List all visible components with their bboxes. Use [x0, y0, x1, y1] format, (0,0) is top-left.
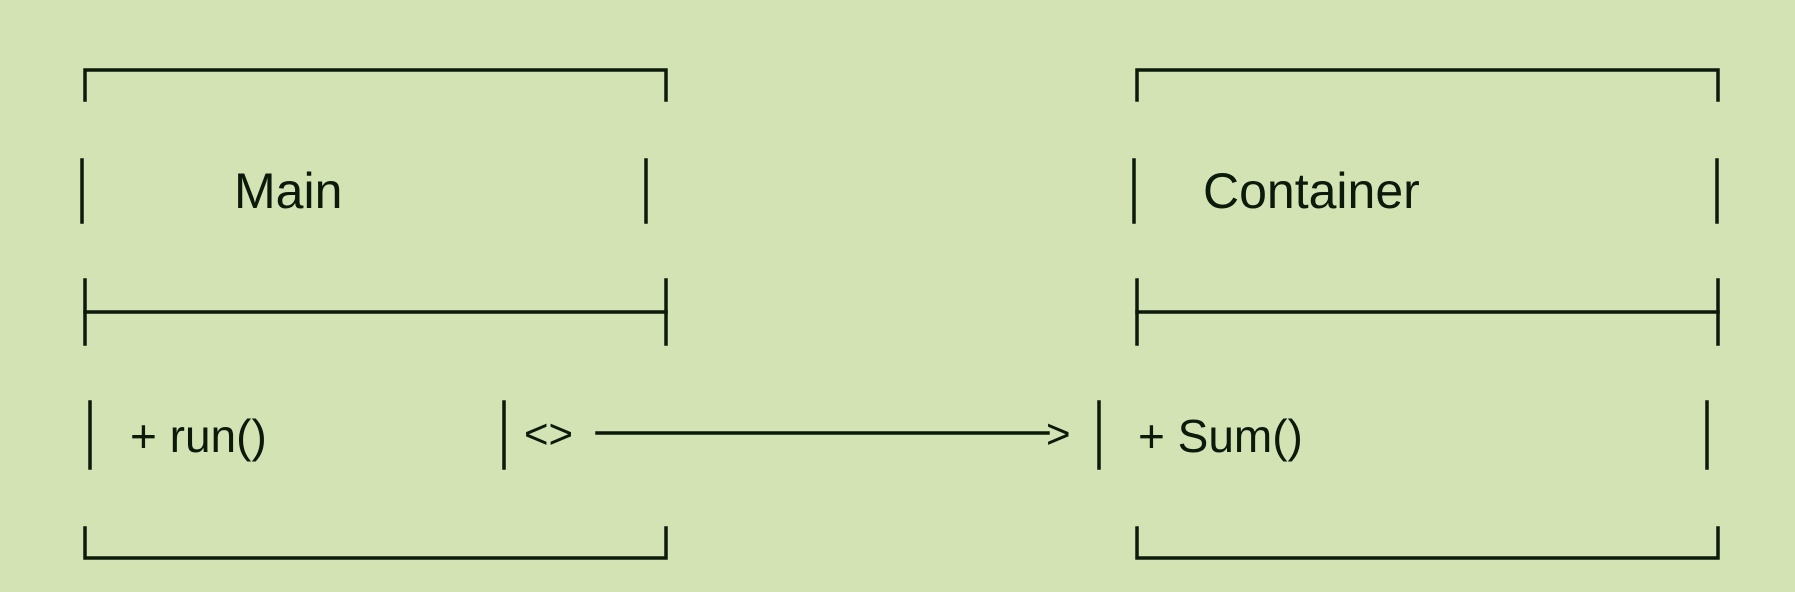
- main-method-run: + run(): [130, 410, 267, 462]
- container-bottom-border: [1135, 526, 1720, 560]
- main-class-name: Main: [234, 163, 342, 219]
- main-top-border: [83, 68, 668, 102]
- arrow-head-marker: >: [1046, 410, 1071, 457]
- container-class-name: Container: [1203, 163, 1420, 219]
- container-method-sum: + Sum(): [1138, 410, 1303, 462]
- container-top-border: [1135, 68, 1720, 102]
- main-bottom-border: [83, 526, 668, 560]
- class-box-container: Container + Sum(): [1132, 68, 1720, 560]
- class-box-main: Main + run(): [80, 68, 668, 560]
- association-arrow: <> >: [524, 400, 1101, 470]
- aggregation-diamond-marker: <>: [524, 410, 573, 457]
